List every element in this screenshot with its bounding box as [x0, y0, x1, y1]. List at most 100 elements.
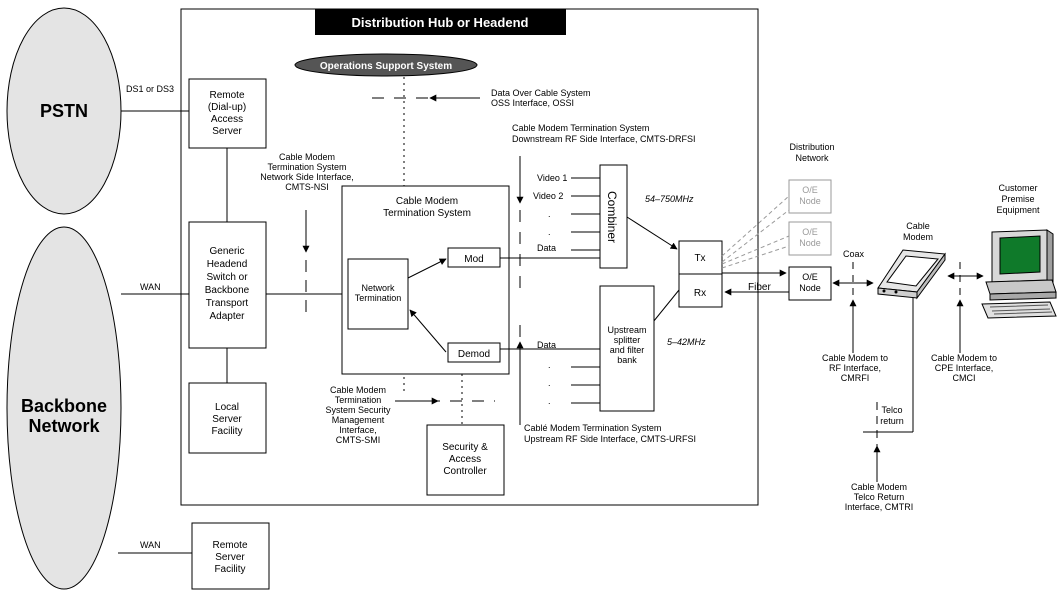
freq_up-label: 5–42MHz [667, 337, 706, 347]
ossi-0-label: Data Over Cable System [491, 88, 591, 98]
hub-title-bar [315, 9, 566, 35]
combiner-box [599, 164, 628, 269]
generic_switch-4-label: Transport [206, 298, 249, 309]
connector-line [721, 209, 790, 263]
connector-line [626, 216, 678, 250]
connector-line [407, 258, 447, 279]
wan-label-2: WAN [140, 540, 161, 550]
cmts-0-label: Cable Modem [396, 196, 458, 207]
oe_faded_2-0-label: O/E [802, 227, 818, 237]
splitter-2-label: and filter [610, 345, 645, 355]
cpe-1-label: Premise [1001, 194, 1034, 204]
diagram-shape [886, 255, 939, 287]
ds-label: DS1 or DS3 [126, 84, 174, 94]
diagram-shape [999, 235, 1041, 275]
cable_modem-1-label: Modem [903, 232, 933, 242]
cpe-2-label: Equipment [996, 205, 1040, 215]
network_termination-0-label: Network [361, 283, 395, 293]
upstream-splitter-box [599, 285, 655, 412]
diagram-shape [894, 290, 898, 294]
generic_switch-3-label: Backbone [205, 285, 250, 296]
connector-line [721, 235, 790, 265]
generic_switch-1-label: Headend [207, 259, 248, 270]
remote_access-3-label: Server [212, 126, 242, 137]
cable-modem-icon [877, 249, 946, 300]
splitter_outputs-0-label: Data [537, 340, 556, 350]
tx-box [678, 240, 723, 275]
pstn-label: PSTN [40, 101, 88, 121]
remote_access-0-label: Remote [209, 90, 244, 101]
cmrfi-0-label: Cable Modem to [822, 353, 888, 363]
oss-ellipse [294, 53, 478, 77]
nsi-3-label: CMTS-NSI [285, 182, 329, 192]
combiner-inputs [571, 177, 600, 251]
backbone-label-2: Network [28, 416, 100, 436]
remote_server-0-label: Remote [212, 540, 247, 551]
wan-label-1: WAN [140, 282, 161, 292]
splitter-outputs [571, 348, 600, 404]
remote-server-facility [191, 522, 270, 590]
diagram-shape [1046, 229, 1054, 283]
remote_server-1-label: Server [215, 552, 245, 563]
connector-line [721, 195, 790, 257]
demod-box [447, 342, 501, 363]
security-access-controller [426, 424, 505, 496]
combiner_inputs-3-label: . [548, 227, 551, 237]
nsi-1-label: Termination System [267, 162, 346, 172]
cmci-1-label: CPE Interface, [935, 363, 994, 373]
security-0-label: Security & [442, 442, 488, 453]
diagram-shape [882, 289, 886, 293]
diagram-shape [721, 195, 790, 269]
rx-label: Rx [694, 288, 706, 299]
oe_faded_1-1-label: Node [799, 196, 821, 206]
diagram-shape [989, 291, 1057, 301]
oe_faded_1-0-label: O/E [802, 185, 818, 195]
cmtri-1-label: Telco Return [854, 492, 905, 502]
urfsi-0-label: Cablé Modem Termination System [524, 423, 661, 433]
nsi-2-label: Network Side Interface, [260, 172, 354, 182]
connector-line [409, 309, 447, 353]
smi-4-label: Interface, [339, 425, 377, 435]
urfsi-1-label: Upstream RF Side Interface, CMTS-URFSI [524, 434, 696, 444]
nsi-0-label: Cable Modem [279, 152, 335, 162]
security-2-label: Controller [443, 466, 487, 477]
ossi-1-label: OSS Interface, OSSI [491, 98, 574, 108]
diagram-shape [989, 304, 1053, 315]
hub-title: Distribution Hub or Headend [352, 15, 529, 30]
oss-label: Operations Support System [320, 61, 452, 72]
oe_faded_2-1-label: Node [799, 238, 821, 248]
combiner_inputs-1-label: Video 2 [533, 191, 563, 201]
oe-node-faded-2 [788, 221, 832, 256]
splitter-3-label: bank [617, 355, 637, 365]
cmrfi-1-label: RF Interface, [829, 363, 881, 373]
drfsi-0-label: Cable Modem Termination System [512, 123, 649, 133]
generic_switch-2-label: Switch or [206, 272, 248, 283]
generic_switch-0-label: Generic [209, 246, 244, 257]
oe-node-faded-1 [788, 179, 832, 214]
mod-label: Mod [464, 254, 483, 265]
cmrfi-2-label: CMRFI [841, 373, 870, 383]
generic_switch-5-label: Adapter [209, 311, 245, 322]
telco_return-1-label: return [880, 416, 904, 426]
splitter_outputs-3-label: . [548, 396, 551, 406]
smi-2-label: System Security [325, 405, 391, 415]
backbone-label-1: Backbone [21, 396, 107, 416]
combiner_inputs-0-label: Video 1 [537, 173, 567, 183]
local_server-0-label: Local [215, 402, 239, 413]
security-1-label: Access [449, 454, 481, 465]
network-termination-box [347, 258, 409, 330]
cmtri-2-label: Interface, CMTRI [845, 502, 914, 512]
